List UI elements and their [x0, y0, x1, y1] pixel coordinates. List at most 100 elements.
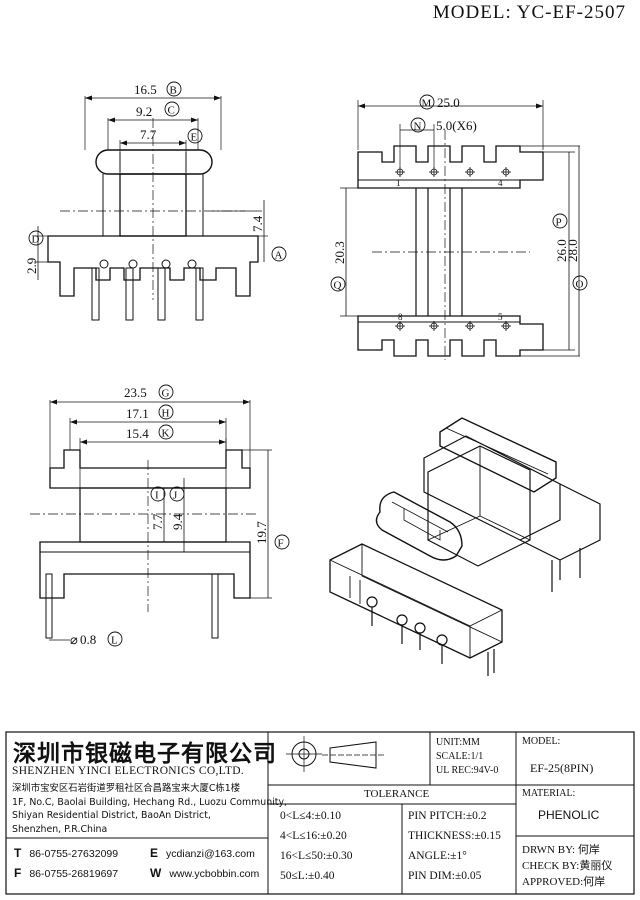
marker-f [274, 534, 290, 550]
approved-by: APPROVED:何岸 [522, 876, 606, 888]
model-value: EF-25(8PIN) [530, 761, 594, 775]
pin-hole [161, 259, 171, 269]
marker-c [164, 101, 180, 117]
marker-q-label: Q [334, 280, 342, 292]
dim-h: 17.1 [126, 406, 149, 421]
pin [91, 267, 100, 321]
top-view: 1 4 8 5 M 25.0 N 5.0(X6) P 26.0 28.0 O [330, 94, 588, 360]
web-value[interactable]: www.ycbobbin.com [169, 868, 260, 880]
address-line: Shiyan Residential District, BaoAn Distr… [12, 810, 211, 822]
dim-p: 26.0 [554, 239, 569, 262]
marker-h [158, 404, 174, 420]
address-line: Shenzhen, P.R.China [12, 823, 108, 835]
marker-a [271, 246, 287, 262]
pin-hole [187, 259, 197, 269]
dim-a: 7.4 [250, 215, 265, 232]
marker-g-label: G [162, 388, 170, 400]
marker-j [169, 486, 185, 502]
dim-d: 2.9 [24, 258, 39, 274]
pin [195, 267, 204, 321]
base-body [47, 235, 259, 297]
tolerance-title: TOLERANCE [364, 788, 430, 800]
pin-tolerance-row: ANGLE:±1° [408, 850, 467, 862]
drawn-by: DRWN BY: 何岸 [522, 844, 600, 856]
marker-q [330, 276, 346, 292]
contact-fax: F 86-0755-26819697 [14, 866, 118, 880]
side-pin [211, 573, 219, 639]
checked-by: CHECK BY:黄丽仪 [522, 860, 613, 872]
pin-marks-bottom [395, 321, 511, 331]
marker-c-label: C [168, 105, 175, 117]
pin-hole [99, 259, 109, 269]
model-title: MODEL: YC-EF-2507 [432, 2, 626, 23]
marker-k-label: K [162, 428, 170, 440]
pin-number-8: 8 [398, 312, 403, 322]
marker-p [552, 213, 568, 229]
material-value: PHENOLIC [538, 808, 600, 822]
pin-number-1: 1 [396, 178, 401, 188]
fax-label: F [14, 866, 22, 880]
pin-tolerance-row: THICKNESS:±0.15 [408, 830, 501, 842]
marker-d-label: D [32, 234, 40, 246]
tolerance-row: 0<L≤4:±0.10 [280, 810, 341, 822]
pin-tolerance-row: PIN DIM:±0.05 [408, 870, 482, 882]
dim-m: 25.0 [437, 95, 460, 110]
pin [125, 267, 134, 321]
dim-o: 28.0 [565, 239, 580, 262]
side-base [39, 541, 251, 599]
marker-n [410, 117, 426, 133]
marker-o-label: O [576, 279, 584, 291]
pin-number-4: 4 [498, 178, 503, 188]
company-name-cn: 深圳市银磁电子有限公司 [13, 741, 277, 767]
contact-tel: T 86-0755-27632099 [14, 846, 118, 860]
company-name-en: SHENZHEN YINCI ELECTRONICS CO,LTD. [12, 765, 244, 777]
material-label: MATERIAL: [522, 788, 576, 799]
web-label: W [150, 866, 162, 880]
marker-n-label: N [414, 121, 422, 133]
model-label: MODEL: [522, 736, 561, 747]
dim-e: 7.7 [140, 127, 157, 142]
address-line: 深圳市宝安区石岩街道罗租社区合昌路宝来大厦C栋1楼 [12, 783, 241, 794]
dim-j: 9.4 [170, 513, 185, 530]
top-flange [95, 149, 213, 175]
dim-c: 9.2 [136, 104, 152, 119]
marker-k [158, 424, 174, 440]
email-value[interactable]: ycdianzi@163.com [166, 848, 255, 860]
top-pin-row [357, 145, 544, 189]
dim-k: 15.4 [126, 426, 149, 441]
marker-i [150, 486, 166, 502]
marker-p-label: P [556, 217, 562, 229]
dim-n: 5.0(X6) [436, 118, 477, 133]
isometric-view [329, 417, 601, 676]
dim-l: 0.8 [80, 632, 96, 647]
ul-label: UL REC:94V-0 [436, 765, 499, 776]
side-pin [45, 573, 53, 639]
marker-b [166, 81, 182, 97]
marker-e [187, 128, 203, 144]
dim-b: 16.5 [134, 82, 157, 97]
tel-value: 86-0755-27632099 [29, 848, 119, 860]
marker-f-label: F [278, 538, 284, 550]
dim-g: 23.5 [124, 385, 147, 400]
marker-a-label: A [275, 250, 283, 262]
marker-l-label: L [111, 635, 118, 647]
pin-marks-top [395, 167, 511, 177]
marker-d [28, 230, 44, 246]
dim-i: 7.7 [150, 513, 165, 530]
tolerance-row: 4<L≤16:±0.20 [280, 830, 347, 842]
front-view: 16.5 B 9.2 C 7.7 E 7.4 A D 2.9 [24, 81, 287, 321]
marker-h-label: H [162, 408, 170, 420]
marker-l [107, 631, 123, 647]
company-address: 深圳市宝安区石岩街道罗租社区合昌路宝来大厦C栋1楼 1F, No.C, Baol… [12, 782, 287, 836]
fax-value: 86-0755-26819697 [29, 868, 119, 880]
dim-f: 19.7 [254, 521, 269, 544]
marker-o [572, 275, 588, 291]
pin-number-5: 5 [498, 312, 503, 322]
tel-label: T [14, 846, 22, 860]
marker-g [158, 384, 174, 400]
pin-tolerance-row: PIN PITCH:±0.2 [408, 810, 487, 822]
scale-label: SCALE:1/1 [436, 751, 484, 762]
marker-m [419, 94, 435, 110]
